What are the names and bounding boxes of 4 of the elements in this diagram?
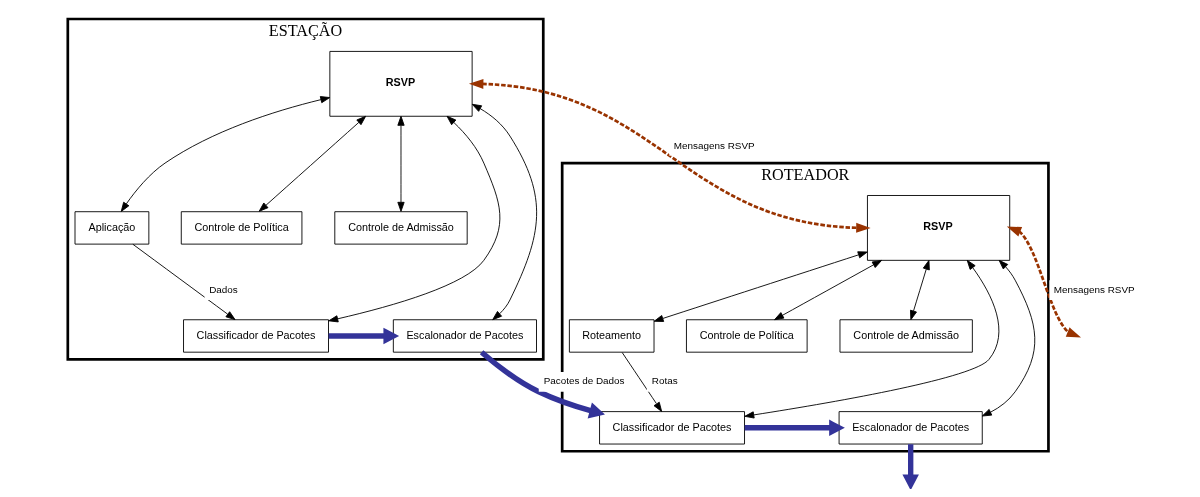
edge-label: Dados: [209, 283, 238, 295]
edge-label: Rotas: [651, 375, 678, 387]
edge-label: Mensagens RSVP: [1053, 283, 1135, 295]
edge-label: Mensagens RSVP: [673, 139, 755, 151]
